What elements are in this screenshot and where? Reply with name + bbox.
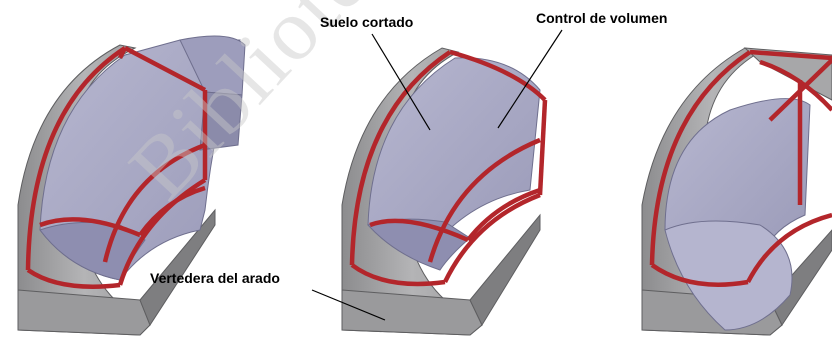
label-plough-mouldboard: Vertedera del arado [150,270,280,286]
label-volume-control: Control de volumen [536,10,667,26]
panel-2 [342,48,545,335]
panel-3 [642,48,832,335]
label-cut-soil: Suelo cortado [320,14,413,30]
panel-1 [18,36,245,335]
mouldboard-base-panel-2 [342,290,482,335]
mouldboard-base-panel-1 [18,290,150,335]
